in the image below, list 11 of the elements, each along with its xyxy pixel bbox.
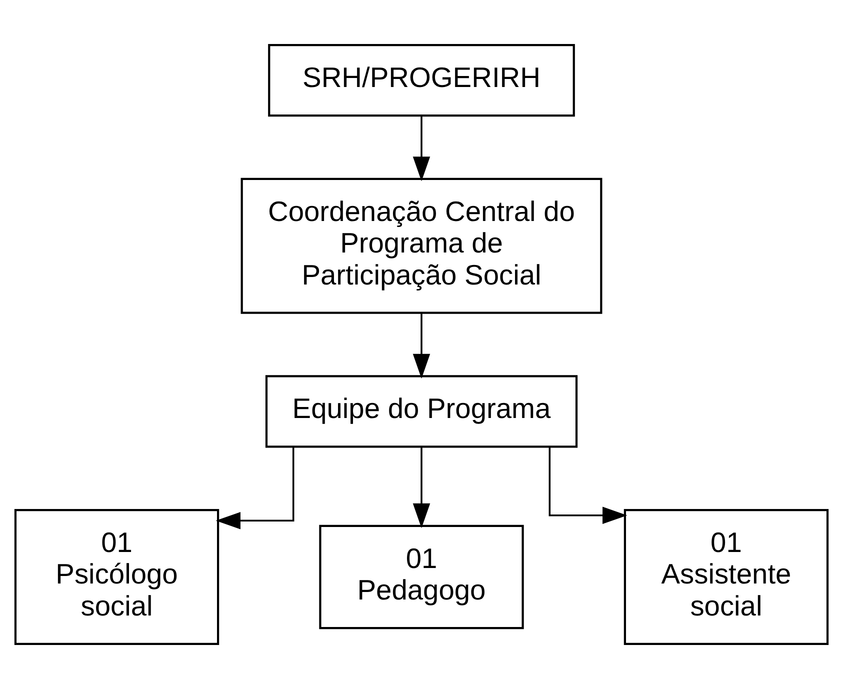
arrow — [548, 446, 628, 524]
node-box: 01 Psicólogo social — [14, 508, 220, 645]
arrow — [412, 116, 430, 181]
node-box: Coordenação Central do Programa de Participação Social — [240, 177, 602, 314]
arrow — [216, 446, 294, 529]
node-box: 01 Pedagogo — [319, 524, 524, 629]
node-box: Equipe do Programa — [265, 374, 578, 448]
arrow — [412, 312, 430, 378]
node-box: SRH/PROGERIRH — [268, 43, 575, 116]
arrow — [412, 446, 430, 528]
node-box: 01 Assistente social — [624, 508, 829, 645]
